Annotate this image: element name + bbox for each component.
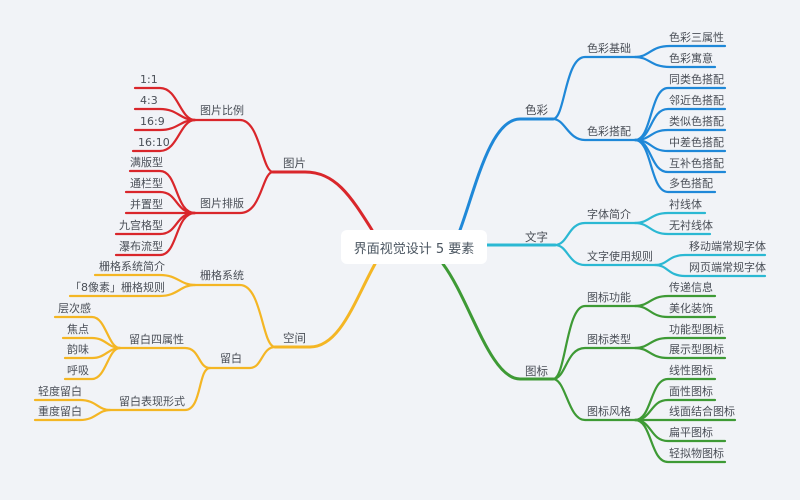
node-icon[interactable]: 图标 xyxy=(525,364,548,378)
leaf-line-icon[interactable]: 线性图标 xyxy=(669,364,713,377)
leaf-complementary-color[interactable]: 互补色搭配 xyxy=(669,157,724,170)
leaf-serif[interactable]: 衬线体 xyxy=(669,198,702,211)
leaf-functional-icon[interactable]: 功能型图标 xyxy=(669,323,724,336)
leaf-similar-color[interactable]: 类似色搭配 xyxy=(669,115,724,128)
node-icon-style[interactable]: 图标风格 xyxy=(587,405,631,418)
space-branch-edges xyxy=(33,262,377,422)
leaf-ratio-1-1[interactable]: 1:1 xyxy=(140,73,158,86)
node-whitespace[interactable]: 留白 xyxy=(220,352,242,365)
node-font-intro[interactable]: 字体简介 xyxy=(587,208,631,221)
leaf-light-whitespace[interactable]: 轻度留白 xyxy=(38,385,82,398)
picture-branch-edges xyxy=(114,86,374,257)
node-whitespace-forms[interactable]: 留白表现形式 xyxy=(119,395,185,408)
leaf-color-three-attributes[interactable]: 色彩三属性 xyxy=(669,31,724,44)
leaf-hierarchy[interactable]: 层次感 xyxy=(58,302,91,315)
node-picture-ratio[interactable]: 图片比例 xyxy=(200,104,244,117)
leaf-mobile-font[interactable]: 移动端常规字体 xyxy=(689,240,766,253)
leaf-heavy-whitespace[interactable]: 重度留白 xyxy=(38,405,82,418)
leaf-grid-intro[interactable]: 栅格系统简介 xyxy=(99,260,165,273)
node-space[interactable]: 空间 xyxy=(283,331,306,345)
leaf-multi-color[interactable]: 多色搭配 xyxy=(669,177,713,190)
leaf-display-icon[interactable]: 展示型图标 xyxy=(669,343,724,356)
leaf-focus[interactable]: 焦点 xyxy=(67,323,89,336)
node-picture-layout[interactable]: 图片排版 xyxy=(200,197,244,210)
leaf-color-meaning[interactable]: 色彩寓意 xyxy=(669,52,713,65)
leaf-convey-info[interactable]: 传递信息 xyxy=(669,281,713,294)
text-branch-edges xyxy=(485,211,767,278)
leaf-ratio-4-3[interactable]: 4:3 xyxy=(140,94,158,107)
leaf-same-color[interactable]: 同类色搭配 xyxy=(669,73,724,86)
leaf-skeuomorphic-icon[interactable]: 轻拟物图标 xyxy=(669,447,724,460)
node-icon-type[interactable]: 图标类型 xyxy=(587,333,631,346)
leaf-decorate[interactable]: 美化装饰 xyxy=(669,302,713,315)
leaf-charm[interactable]: 韵味 xyxy=(67,343,89,356)
leaf-ratio-16-9[interactable]: 16:9 xyxy=(140,115,165,128)
node-text-usage-rules[interactable]: 文字使用规则 xyxy=(587,250,653,263)
color-branch-edges xyxy=(458,44,727,232)
leaf-sans-serif[interactable]: 无衬线体 xyxy=(669,219,713,232)
leaf-line-fill-icon[interactable]: 线面结合图标 xyxy=(669,405,735,418)
leaf-grid-8px-rule[interactable]: 「8像素」栅格规则 xyxy=(70,281,165,294)
node-color[interactable]: 色彩 xyxy=(525,103,548,117)
leaf-layout-full[interactable]: 满版型 xyxy=(130,156,163,169)
node-whitespace-attributes[interactable]: 留白四属性 xyxy=(129,333,184,346)
node-picture[interactable]: 图片 xyxy=(283,156,306,170)
node-icon-function[interactable]: 图标功能 xyxy=(587,291,631,304)
leaf-breathing[interactable]: 呼吸 xyxy=(67,364,89,377)
leaf-layout-banner[interactable]: 通栏型 xyxy=(130,177,163,190)
node-color-basics[interactable]: 色彩基础 xyxy=(587,42,631,55)
leaf-layout-grid[interactable]: 九宫格型 xyxy=(119,219,163,232)
leaf-layout-side[interactable]: 并置型 xyxy=(130,198,163,211)
leaf-adjacent-color[interactable]: 邻近色搭配 xyxy=(669,94,724,107)
node-color-matching[interactable]: 色彩搭配 xyxy=(587,125,631,138)
root-label: 界面视觉设计 5 要素 xyxy=(353,241,475,257)
leaf-medium-contrast-color[interactable]: 中差色搭配 xyxy=(669,136,724,149)
root-node[interactable]: 界面视觉设计 5 要素 xyxy=(341,230,487,264)
node-grid-system[interactable]: 栅格系统 xyxy=(200,269,244,282)
leaf-ratio-16-10[interactable]: 16:10 xyxy=(138,136,170,149)
leaf-web-font[interactable]: 网页端常规字体 xyxy=(689,261,766,274)
leaf-filled-icon[interactable]: 面性图标 xyxy=(669,385,713,398)
leaf-layout-waterfall[interactable]: 瀑布流型 xyxy=(119,240,163,253)
icon-branch-edges xyxy=(441,262,737,464)
leaf-flat-icon[interactable]: 扁平图标 xyxy=(669,426,713,439)
node-text[interactable]: 文字 xyxy=(525,230,548,244)
